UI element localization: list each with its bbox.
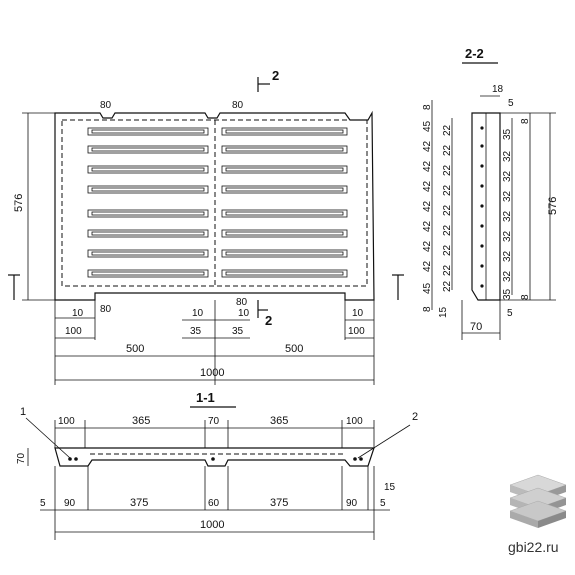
v22-left-4: 42 [422,180,433,192]
v22-left-8: 42 [422,260,433,272]
v22-right-1: 32 [502,150,513,162]
v11-bottom-4: 90 [346,498,358,509]
v22-left-3: 42 [422,160,433,172]
v22-right-6: 32 [502,250,513,262]
v22-left-0: 8 [422,104,433,110]
v22-right-8: 35 [502,288,513,300]
v22-left-6: 42 [422,220,433,232]
plan-dim-bm-10a: 10 [192,308,204,319]
v22-right-0: 35 [502,128,513,140]
v11-top-4: 100 [346,416,363,427]
v22-mid-2: 22 [442,164,453,176]
v11-total: 1000 [200,519,224,531]
plan-dim-br-10: 10 [352,308,364,319]
v22-mid-0: 22 [442,124,453,136]
plan-height-label: 576 [13,194,25,212]
v22-left-1: 45 [422,120,433,132]
v11-bottom-2: 60 [208,498,220,509]
v22-mid-4: 22 [442,204,453,216]
v11-bottom-0: 90 [64,498,76,509]
v11-top-2: 70 [208,416,220,427]
v22-top: 18 [492,84,504,95]
callout-1: 1 [20,406,26,418]
watermark-text: gbi22.ru [508,539,559,555]
v22-right-3: 32 [502,190,513,202]
v22-top-right: 5 [508,98,514,109]
v22-right-5: 32 [502,230,513,242]
plan-half-left: 500 [126,343,144,355]
v22-right-2: 32 [502,170,513,182]
view-1-1: 1-1 100 365 70 365 100 70 1 2 [16,390,418,540]
plan-dim-bl-10: 10 [72,308,84,319]
v22-left-2: 42 [422,140,433,152]
v11-right-1: 5 [380,498,386,509]
plan-slot-left-label: 80 [100,100,112,111]
plan-dim-bm-35b: 35 [232,326,244,337]
plan-bars [87,127,348,278]
plan-dim-bm-80: 80 [236,297,248,308]
v22-edge-bottom: 8 [520,294,531,300]
v22-mid-6: 22 [442,244,453,256]
v11-right-0: 15 [384,482,396,493]
plan-dim-bm-35a: 35 [190,326,202,337]
v22-right-4: 32 [502,210,513,222]
v11-top-1: 365 [132,415,150,427]
v22-left-7: 42 [422,240,433,252]
plan-half-right: 500 [285,343,303,355]
view-2-2-title: 2-2 [465,46,484,61]
watermark-logo-icon [509,474,567,528]
v22-mid-3: 22 [442,184,453,196]
v22-right-7: 32 [502,270,513,282]
v22-mid-5: 22 [442,224,453,236]
plan-dim-br-100: 100 [348,326,365,337]
plan-dim-bl-80: 80 [100,304,112,315]
plan-total: 1000 [200,367,224,379]
v22-total: 576 [547,197,559,215]
v22-mid-1: 22 [442,144,453,156]
v22-left-10: 8 [422,306,433,312]
v11-bottom-1: 375 [130,497,148,509]
callout-2: 2 [412,411,418,423]
v22-left-9: 45 [422,282,433,294]
v22-width: 70 [470,321,482,333]
plan-view: 2 2 576 80 80 10 100 80 10 35 80 10 35 [8,68,404,385]
v11-top-3: 365 [270,415,288,427]
view-1-1-title: 1-1 [196,390,215,405]
plan-slot-mid-label: 80 [232,100,244,111]
v22-mid-7: 22 [442,264,453,276]
v22-bottom-left: 15 [438,306,449,318]
v11-top-0: 100 [58,416,75,427]
v22-mid-8: 22 [442,280,453,292]
view-2-2: 2-2 18 5 8 45 42 42 42 42 42 42 42 45 8 [422,46,559,340]
v11-bottom-3: 375 [270,497,288,509]
section-mark-2-bottom: 2 [265,313,272,328]
v11-left: 5 [40,498,46,509]
v11-height: 70 [16,452,27,464]
plan-dim-bm-10b: 10 [238,308,250,319]
section-mark-2-top: 2 [272,68,279,83]
plan-dim-bl-100: 100 [65,326,82,337]
v22-left-5: 42 [422,200,433,212]
v22-edge-top: 8 [520,118,531,124]
v22-bottom-right: 5 [507,308,513,319]
